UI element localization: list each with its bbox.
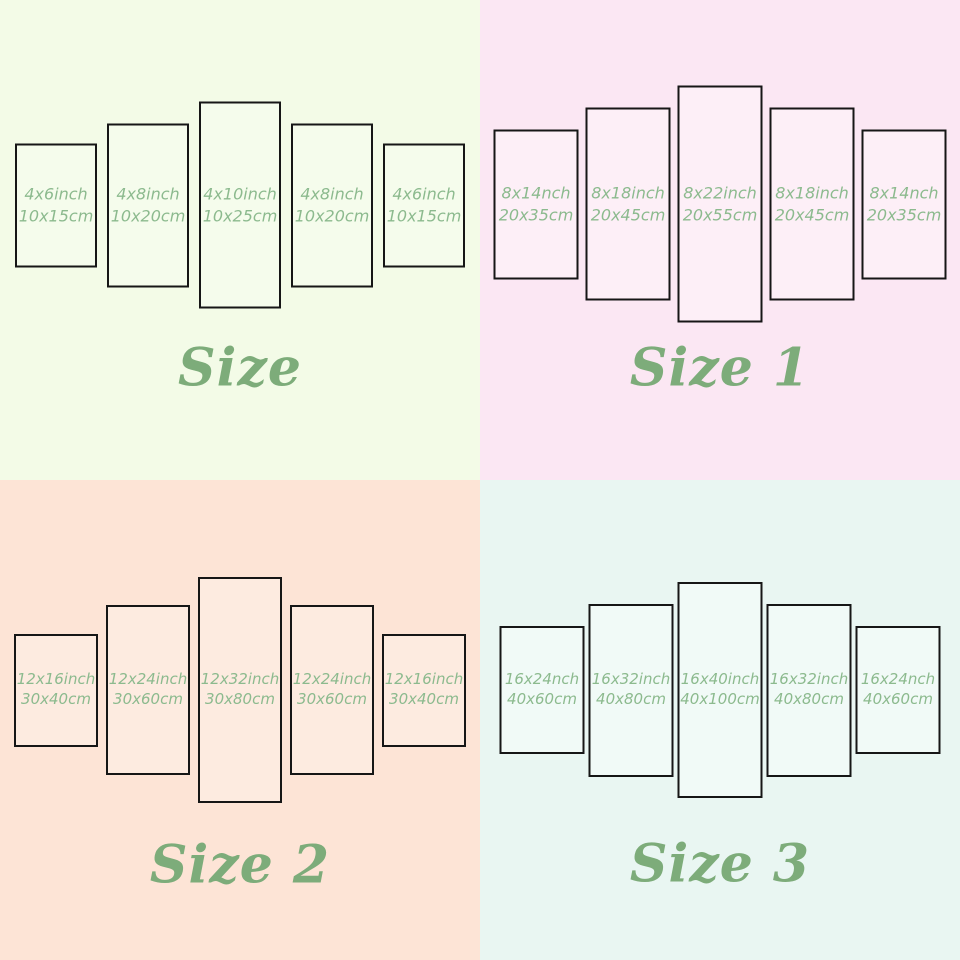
quadrant-title: Size 3 xyxy=(629,833,811,895)
panel-size-cm-label: 10x15cm xyxy=(386,206,462,225)
panel-size-cm-label: 40x60cm xyxy=(507,690,577,708)
panel-size-cm-label: 30x60cm xyxy=(297,690,367,708)
panel-size-inch-label: 12x32inch xyxy=(200,670,280,689)
canvas-panel-5: 8x14nch 20x35cm xyxy=(861,129,947,279)
panel-size-cm-label: 40x80cm xyxy=(596,690,666,708)
canvas-panel-5: 4x6inch 10x15cm xyxy=(383,143,465,267)
panel-size-inch-label: 12x16inch xyxy=(16,670,96,689)
panel-size-inch-label: 8x18inch xyxy=(775,183,849,203)
panel-size-inch-label: 8x14nch xyxy=(869,183,939,203)
panel-size-inch-label: 12x24inch xyxy=(108,670,188,689)
panel-size-inch-label: 16x24nch xyxy=(504,670,580,689)
canvas-panel-2: 4x8inch 10x20cm xyxy=(107,123,189,287)
panel-size-inch-label: 12x16inch xyxy=(384,670,464,689)
panel-size-inch-label: 16x40inch xyxy=(680,670,760,689)
quadrant-title: Size xyxy=(178,337,302,399)
panel-size-cm-label: 10x15cm xyxy=(18,206,94,225)
panel-size-cm-label: 10x25cm xyxy=(202,206,278,225)
panel-size-inch-label: 4x8inch xyxy=(300,184,364,204)
panel-size-inch-label: 16x32inch xyxy=(769,670,849,689)
panel-size-cm-label: 20x45cm xyxy=(774,205,850,224)
panel-size-cm-label: 40x80cm xyxy=(774,690,844,708)
panel-size-inch-label: 8x18inch xyxy=(591,183,665,203)
panel-size-inch-label: 8x14nch xyxy=(501,183,571,203)
panel-layout-row: 4x6inch 10x15cm 4x8inch 10x20cm 4x10inch 10x2… xyxy=(15,101,465,309)
panel-size-cm-label: 30x40cm xyxy=(389,690,459,708)
size-chart-quadrant-size-1: 8x14nch 20x35cm 8x18inch 20x45cm 8x22inch 20x… xyxy=(480,0,960,480)
canvas-panel-3: 8x22inch 20x55cm xyxy=(677,85,763,323)
panel-size-cm-label: 10x20cm xyxy=(110,206,186,225)
panel-size-cm-label: 40x100cm xyxy=(680,690,760,708)
size-chart-quadrant-size: 4x6inch 10x15cm 4x8inch 10x20cm 4x10inch 10x2… xyxy=(0,0,480,480)
panel-size-cm-label: 20x55cm xyxy=(682,205,758,224)
panel-layout-row: 8x14nch 20x35cm 8x18inch 20x45cm 8x22inch 20x… xyxy=(493,85,947,323)
panel-size-cm-label: 30x60cm xyxy=(113,690,183,708)
panel-size-inch-label: 12x24inch xyxy=(292,670,372,689)
panel-size-inch-label: 16x32inch xyxy=(591,670,671,689)
canvas-panel-1: 4x6inch 10x15cm xyxy=(15,143,97,267)
panel-size-cm-label: 20x45cm xyxy=(590,205,666,224)
panel-size-inch-label: 4x8inch xyxy=(116,184,180,204)
canvas-panel-3: 4x10inch 10x25cm xyxy=(199,101,281,309)
panel-size-inch-label: 16x24nch xyxy=(860,670,936,689)
canvas-panel-2: 8x18inch 20x45cm xyxy=(585,107,671,301)
panel-size-inch-label: 4x6inch xyxy=(24,184,88,204)
panel-size-cm-label: 30x40cm xyxy=(21,690,91,708)
panel-size-cm-label: 40x60cm xyxy=(863,690,933,708)
panel-size-cm-label: 30x80cm xyxy=(205,690,275,708)
panel-size-inch-label: 8x22inch xyxy=(683,183,757,203)
quadrant-title: Size 1 xyxy=(629,337,811,399)
canvas-panel-4: 4x8inch 10x20cm xyxy=(291,123,373,287)
panel-size-cm-label: 20x35cm xyxy=(866,205,942,224)
quadrant-title: Size 2 xyxy=(149,834,331,896)
panel-size-cm-label: 10x20cm xyxy=(294,206,370,225)
panel-size-inch-label: 4x10inch xyxy=(203,184,277,204)
panel-size-inch-label: 4x6inch xyxy=(392,184,456,204)
canvas-panel-4: 8x18inch 20x45cm xyxy=(769,107,855,301)
canvas-panel-1: 8x14nch 20x35cm xyxy=(493,129,579,279)
panel-size-cm-label: 20x35cm xyxy=(498,205,574,224)
